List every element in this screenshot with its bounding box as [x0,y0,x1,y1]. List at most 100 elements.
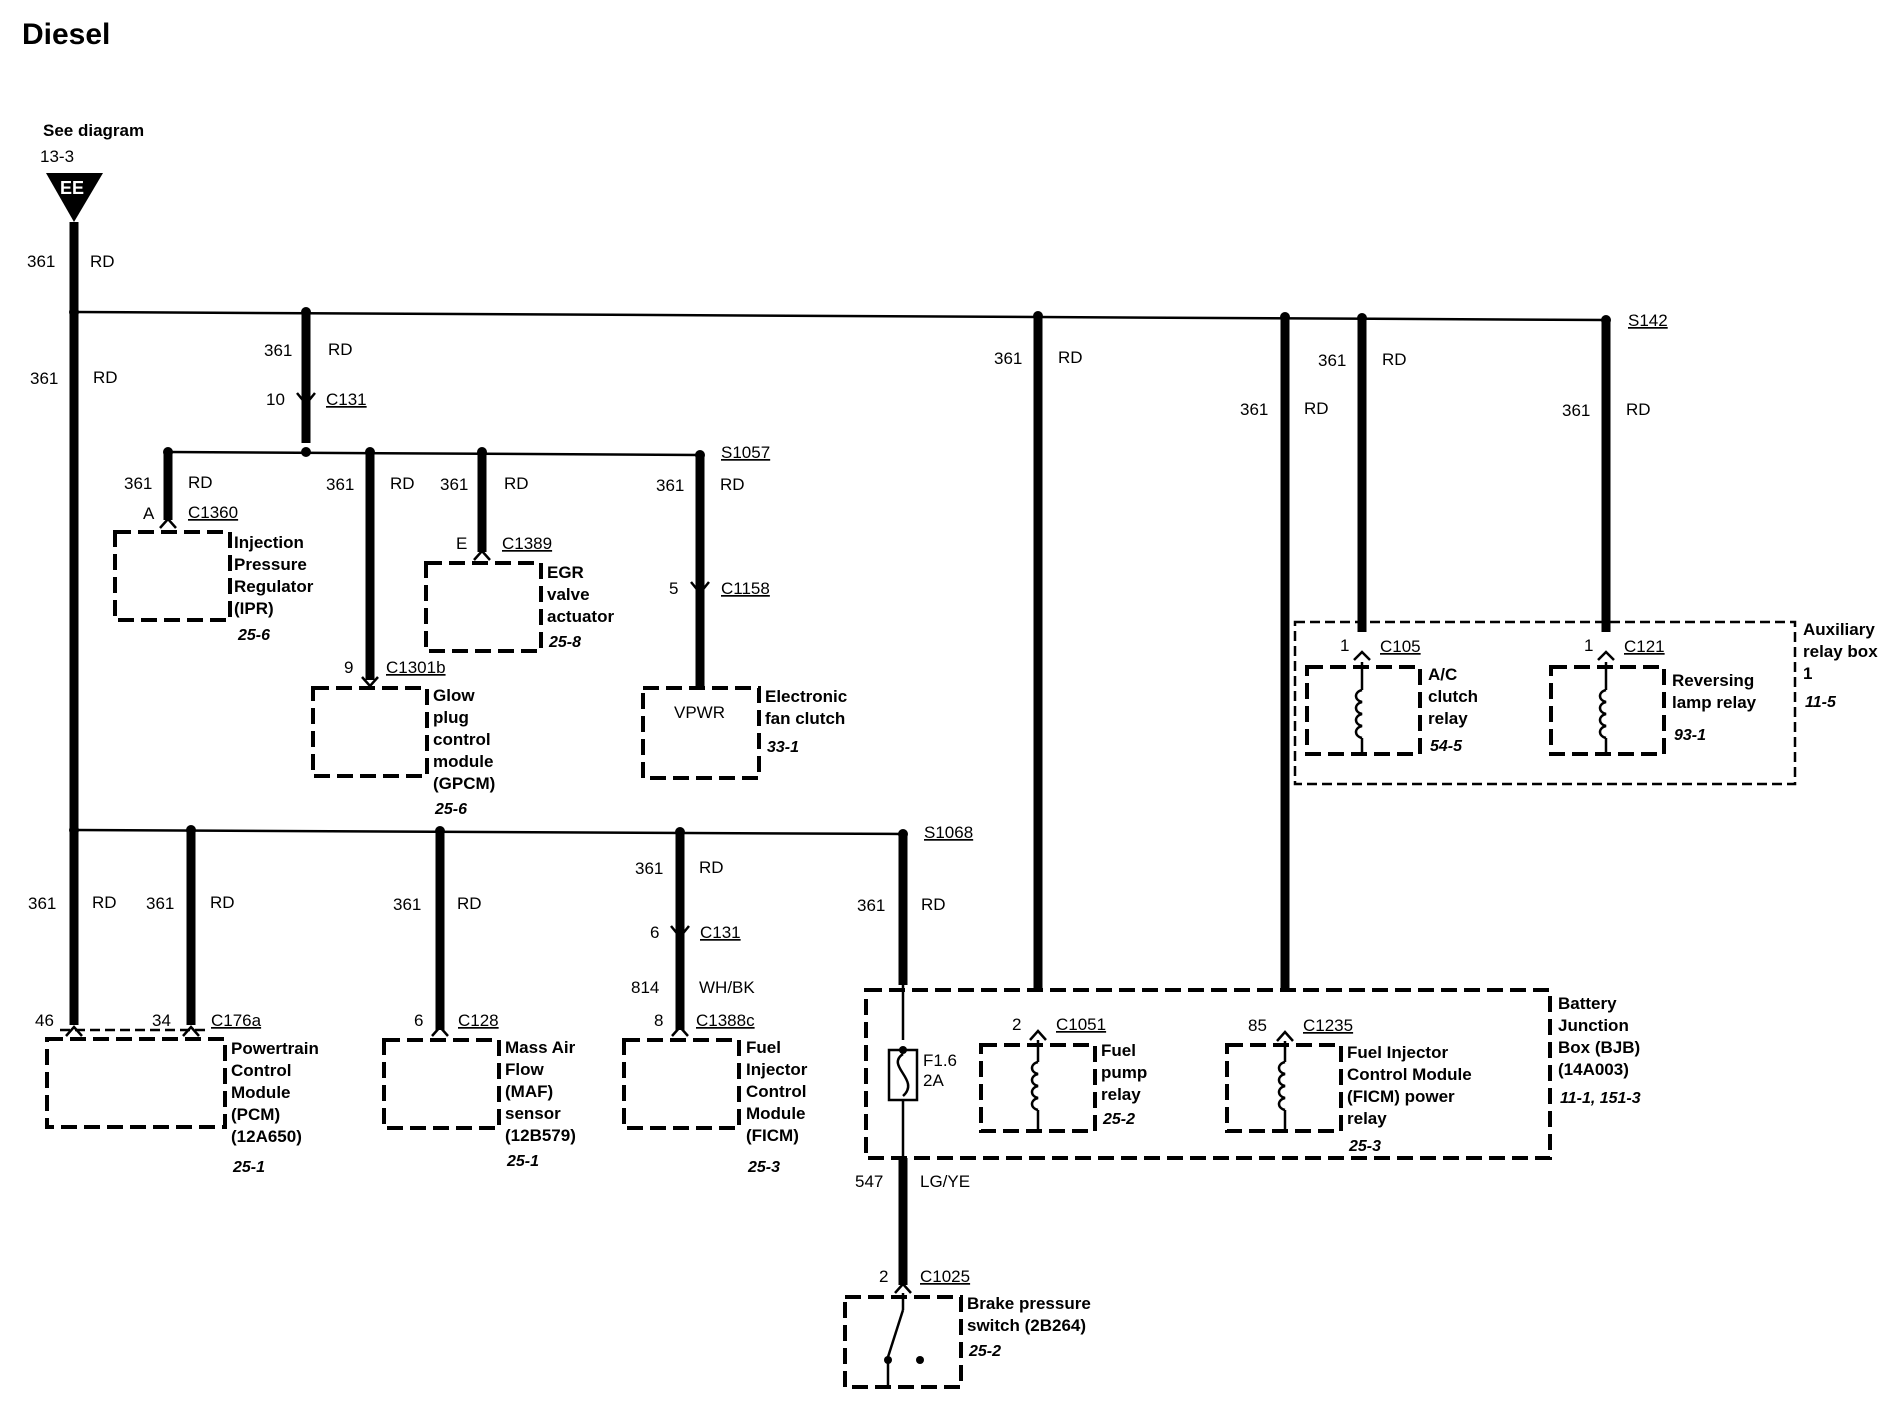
wire-color: RD [92,893,117,912]
component-name-line: Regulator [234,577,314,596]
component-name-line: (GPCM) [433,774,495,793]
ac-relay-box [1305,665,1422,756]
wire-color: RD [210,893,235,912]
page-reference[interactable]: 25-1 [232,1159,265,1176]
wire-number: 361 [124,474,152,493]
connector-arrow-icon [1276,1030,1294,1042]
component-pcm[interactable]: 46 34 C176a Powertrain Control Module (P… [35,1011,319,1176]
component-ac-clutch-relay[interactable]: 1 C105 A/C clutch relay 54-5 [1305,636,1478,756]
page-reference[interactable]: 93-1 [1674,727,1706,744]
connector-arrow-icon [1597,650,1615,661]
connector-arrow-icon [670,925,690,939]
component-name-line: Powertrain [231,1039,319,1058]
component-auxiliary-relay-box[interactable]: Auxiliary relay box 1 11-5 [1293,620,1878,786]
splice-dot [695,450,705,460]
component-name-line: (FICM) power [1347,1087,1455,1106]
splice-dot [435,826,445,836]
connector-id: C1025 [920,1267,970,1286]
connector-arrow-icon [473,549,491,561]
page-reference[interactable]: 25-6 [434,801,467,818]
page-reference[interactable]: 25-3 [1348,1138,1381,1155]
component-name-line: Flow [505,1060,544,1079]
page-reference[interactable]: 25-2 [1102,1111,1135,1128]
component-name-line: Battery [1558,994,1617,1013]
component-name-line: Brake pressure [967,1294,1091,1313]
component-name-line: Mass Air [505,1038,576,1057]
bjb-outline [864,988,1552,1160]
component-name-line: Injection [234,533,304,552]
component-reversing-lamp-relay[interactable]: 1 C121 Reversing lamp relay 93-1 [1549,636,1757,756]
component-ipr[interactable]: A C1360 Injection Pressure Regulator (IP… [113,503,314,644]
component-name-line: Pressure [234,555,307,574]
component-name-line: (FICM) [746,1126,799,1145]
component-name-line: Module [231,1083,291,1102]
connector-id: C176a [211,1011,262,1030]
page-reference[interactable]: 25-2 [968,1343,1001,1360]
connector-id: C1389 [502,534,552,553]
connector-id: C128 [458,1011,499,1030]
wire-color: RD [1382,350,1407,369]
connector-arrow-icon [431,1025,449,1037]
component-battery-junction-box[interactable]: Battery Junction Box (BJB) (14A003) 11-1… [864,988,1641,1160]
wire-color: RD [188,473,213,492]
fuse-f1-6[interactable]: F1.6 2A [887,1046,957,1102]
reversing-relay-box [1549,665,1666,756]
wire-number: 361 [656,476,684,495]
component-fan-clutch[interactable]: 5 C1158 VPWR Electronic fan clutch 33-1 [641,579,847,780]
egr-box [424,561,543,653]
component-name-line: (MAF) [505,1082,553,1101]
component-name-line: Fuel [1101,1041,1136,1060]
pin-number: E [456,534,467,553]
connector-arrow-icon [159,517,177,529]
wire-color: RD [90,252,115,271]
page-reference[interactable]: 54-5 [1430,738,1463,755]
page-reference[interactable]: 25-6 [237,627,270,644]
page-reference[interactable]: 11-1, 151-3 [1560,1090,1641,1107]
splice-s142-label: S142 [1628,311,1668,330]
component-name-line: Control [231,1061,291,1080]
connector-arrow-icon [182,1025,200,1037]
connector-id: C1158 [721,579,770,598]
page-reference[interactable]: 33-1 [767,739,799,756]
wire-color: RD [457,894,482,913]
component-name-line: switch (2B264) [967,1316,1086,1335]
wire-number: 361 [28,894,56,913]
component-gpcm[interactable]: 9 C1301b Glow plug control module (GPCM)… [311,658,495,818]
component-name-line: (14A003) [1558,1060,1629,1079]
page-reference[interactable]: 25-1 [506,1153,539,1170]
component-maf-sensor[interactable]: 6 C128 Mass Air Flow (MAF) sensor (12B57… [382,1011,576,1170]
wire-color: RD [1626,400,1651,419]
component-egr[interactable]: E C1389 EGR valve actuator 25-8 [424,534,614,653]
fuse-terminal [899,1046,907,1054]
component-name-line: (PCM) [231,1105,280,1124]
component-name-line: relay [1347,1109,1387,1128]
splice-s1057-label: S1057 [721,443,770,462]
wire-color: RD [921,895,946,914]
wire-number: 361 [27,252,55,271]
component-name-line: relay [1428,709,1468,728]
component-name-line: sensor [505,1104,561,1123]
component-ficm[interactable]: 6 C131 814 WH/BK 8 C1388c Fuel Injector … [622,923,808,1176]
page-reference[interactable]: 25-3 [747,1159,780,1176]
connector-id: C131 [326,390,367,409]
wire-color: RD [504,474,529,493]
component-fuel-pump-relay[interactable]: 2 C1051 Fuel pump relay 25-2 [979,1015,1147,1133]
source-triangle-icon [46,173,103,222]
component-name-line: clutch [1428,687,1478,706]
wire-color: WH/BK [699,978,755,997]
page-reference[interactable]: 25-8 [548,634,581,651]
component-name-line: Control [746,1082,806,1101]
component-brake-pressure-switch[interactable]: 547 LG/YE 2 C1025 Brake pressure switch … [843,1172,1091,1389]
wire-number: 361 [440,475,468,494]
wire-number: 361 [1318,351,1346,370]
relay-coil-icon [1354,688,1363,740]
component-ficm-power-relay[interactable]: 85 C1235 Fuel Injector Control Module (F… [1225,1016,1472,1155]
wire-number: 547 [855,1172,883,1191]
splice-dot [1601,315,1611,325]
page-reference[interactable]: 11-5 [1805,694,1837,711]
connector-c131-top[interactable]: 10 C131 [266,390,367,409]
pin-number: 85 [1248,1016,1267,1035]
component-name-line: (12B579) [505,1126,576,1145]
source-reference[interactable]: See diagram 13-3 EE [40,121,144,222]
wire-number: 361 [30,369,58,388]
